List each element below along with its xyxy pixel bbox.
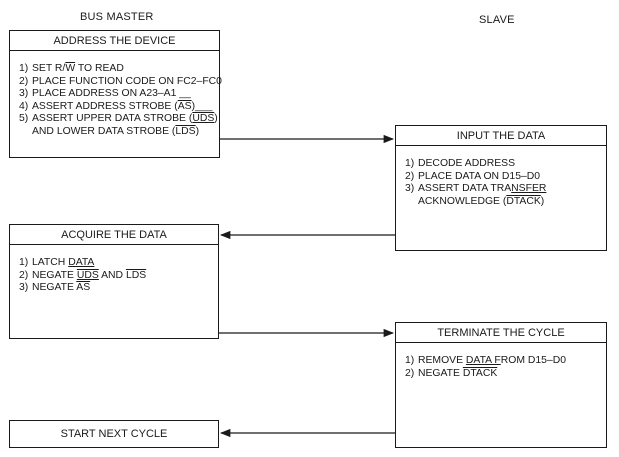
step-line: 3)NEGATE AS — [19, 282, 218, 295]
signal-text: UDS — [192, 113, 215, 125]
step-text: ) — [540, 195, 545, 207]
signal-text: AS — [177, 100, 192, 112]
step-line: 2)NEGATE UDS AND LDS — [19, 270, 218, 283]
terminate-the-cycle-box: TERMINATE THE CYCLE 1)REMOVE DATA FROM D… — [395, 322, 607, 448]
signal-text: DTACK — [462, 367, 498, 379]
step-text: LATCH — [32, 257, 69, 268]
signal-text: DATA — [68, 257, 95, 268]
step-line: 2)NEGATE DTACK — [405, 368, 606, 381]
step-number: 3) — [19, 88, 29, 100]
step-number: 2) — [405, 367, 415, 379]
signal-text: DTACK — [506, 195, 541, 207]
step-line: 3)PLACE ADDRESS ON A23–A1 __ — [19, 88, 219, 101]
step-text: ACKNOWLEDGE ( — [418, 195, 507, 207]
signal-text: LDS — [125, 269, 147, 281]
step-text: ASSERT UPPER DATA STROBE ( — [32, 113, 193, 125]
step-number: 1) — [19, 63, 29, 74]
step-text: NEGATE — [32, 269, 77, 281]
step-text: )___ — [191, 100, 213, 112]
step-number: 2) — [19, 75, 29, 87]
step-number: 3) — [405, 183, 415, 195]
signal-text: UDS — [76, 269, 99, 281]
step-number: 2) — [19, 269, 29, 281]
start-next-cycle-box: START NEXT CYCLE — [9, 420, 219, 448]
signal-text: DATA F — [465, 355, 501, 366]
signal-text: AS — [76, 282, 91, 294]
address-the-device-title: ADDRESS THE DEVICE — [10, 31, 219, 51]
step-number: 1) — [405, 158, 415, 169]
step-number: 1) — [405, 355, 415, 366]
slave-heading: SLAVE — [479, 14, 515, 26]
step-text: NEGATE — [418, 367, 463, 379]
step-text: DECODE ADDRESS — [418, 158, 516, 169]
step-text: ) — [195, 125, 200, 137]
step-line: ACKNOWLEDGE (DTACK) — [405, 196, 606, 209]
step-line: 1)SET R/W TO READ — [19, 63, 219, 76]
signal-text: NSFER — [511, 183, 547, 195]
step-text: SET R/ — [32, 63, 66, 74]
step-line: 2)PLACE FUNCTION CODE ON FC2–FC0 — [19, 75, 222, 89]
step-line: AND LOWER DATA STROBE (LDS) — [19, 126, 219, 139]
step-text: ROM D15–D0 — [500, 355, 567, 366]
step-text: ASSERT DATA TRA — [418, 183, 512, 195]
signal-text: LDS — [175, 125, 196, 137]
step-line: 4)ASSERT ADDRESS STROBE (AS)___ — [19, 101, 219, 114]
step-text: ) — [214, 113, 218, 125]
step-line: 1)REMOVE DATA FROM D15–D0 — [405, 355, 606, 368]
signal-text: W — [65, 63, 76, 74]
step-line: 3)ASSERT DATA TRANSFER — [405, 183, 606, 196]
step-text: AND LOWER DATA STROBE ( — [32, 125, 176, 137]
step-number: 3) — [19, 282, 29, 294]
bus-master-heading: BUS MASTER — [80, 11, 154, 23]
step-line: 1)DECODE ADDRESS — [405, 158, 606, 171]
terminate-the-cycle-title: TERMINATE THE CYCLE — [396, 323, 606, 343]
step-text: AND — [98, 269, 126, 281]
step-text: TO READ — [75, 63, 124, 74]
acquire-the-data-title: ACQUIRE THE DATA — [10, 225, 218, 245]
step-line: 5)ASSERT UPPER DATA STROBE (UDS) — [19, 113, 219, 126]
input-the-data-title: INPUT THE DATA — [396, 126, 606, 146]
step-text: ASSERT ADDRESS STROBE ( — [32, 100, 178, 112]
step-line: 2)PLACE DATA ON D15–D0 — [405, 171, 606, 184]
step-text: REMOVE — [418, 355, 466, 366]
step-text: PLACE DATA ON D15–D0 — [418, 170, 541, 182]
step-number: 2) — [405, 170, 415, 182]
step-number: 5) — [19, 113, 29, 125]
step-number: 4) — [19, 100, 29, 112]
step-number: 1) — [19, 257, 29, 268]
step-text: PLACE FUNCTION CODE ON FC2–FC0 — [32, 75, 222, 87]
step-line: 1)LATCH DATA — [19, 257, 218, 270]
step-text: NEGATE — [32, 282, 77, 294]
step-text: PLACE ADDRESS ON A23–A1 __ — [32, 88, 191, 100]
